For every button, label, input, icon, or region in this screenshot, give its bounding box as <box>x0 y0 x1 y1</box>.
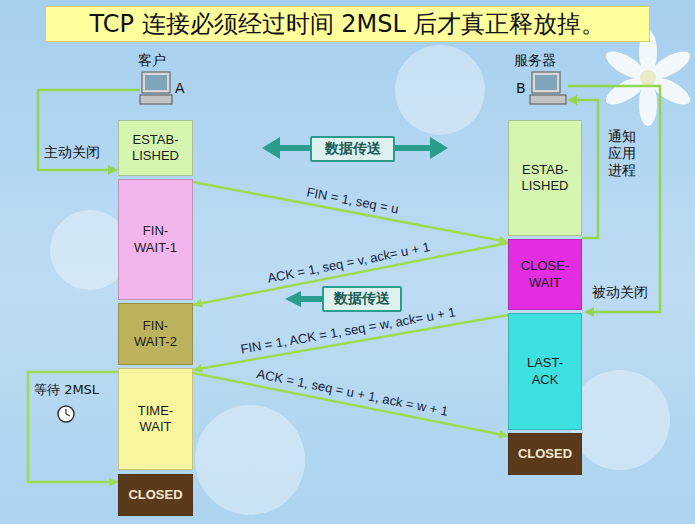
state-name: TIME- WAIT <box>125 403 187 436</box>
state-box: FIN- WAIT-1 <box>118 179 193 300</box>
client-label: 客户 <box>138 52 166 70</box>
state-box: LAST- ACK <box>508 313 582 430</box>
state-name: FIN- WAIT-2 <box>125 318 187 351</box>
state-name: CLOSED <box>125 487 187 503</box>
bokeh-dot <box>570 370 670 470</box>
data-transfer-box: 数据传送 <box>322 286 402 312</box>
computer-base <box>140 95 172 104</box>
action-note: 通知应用进程 <box>608 128 636 178</box>
bokeh-dot <box>195 405 305 515</box>
state-box: TIME- WAIT <box>118 368 193 470</box>
bokeh-dot <box>395 45 485 135</box>
arrow-shaft <box>298 296 322 302</box>
monitor <box>142 72 170 93</box>
state-name: FIN- WAIT-1 <box>125 223 187 256</box>
message-arrow <box>193 182 508 242</box>
data-transfer-arrow <box>285 291 322 307</box>
host-letter: B <box>516 80 526 96</box>
action-note: 主动关闭 <box>44 144 100 162</box>
state-name: ESTAB- LISHED <box>125 132 187 165</box>
transfer-text: 数据传送 <box>325 140 381 158</box>
clock-hand <box>65 409 66 414</box>
arrow-head <box>584 307 594 317</box>
screen <box>535 75 557 90</box>
arrow-head <box>262 137 280 159</box>
clock-face <box>58 406 74 422</box>
message-arrow <box>193 373 508 436</box>
message-arrow <box>28 372 118 482</box>
message-label: FIN = 1, ACK = 1, seq = w, ack= u + 1 <box>240 305 457 357</box>
state-box: CLOSE- WAIT <box>508 239 582 310</box>
computer-base <box>530 95 566 104</box>
connectors <box>28 182 508 482</box>
bokeh <box>50 45 670 515</box>
clock-icon <box>58 406 74 422</box>
transfer-text: 数据传送 <box>334 290 390 308</box>
title-text: TCP 连接必须经过时间 2MSL 后才真正释放掉。 <box>90 8 606 40</box>
state-name: CLOSED <box>514 446 576 462</box>
message-label: FIN = 1, seq = u <box>306 184 400 216</box>
message-label: ACK = 1, seq = v, ack= u + 1 <box>266 239 431 286</box>
state-name: ESTAB- LISHED <box>514 162 576 195</box>
closed-box: CLOSED <box>118 474 193 516</box>
monitor <box>532 72 560 93</box>
host-letter: A <box>175 80 185 96</box>
state-box: FIN- WAIT-2 <box>118 303 193 365</box>
timer-note: 等待 2MSL <box>34 381 99 399</box>
action-note: 被动关闭 <box>592 284 648 302</box>
arrow-head <box>285 291 301 307</box>
client-computer <box>140 72 172 104</box>
message-label: ACK = 1, seq = u + 1, ack = w + 1 <box>256 366 450 419</box>
flower <box>602 30 694 126</box>
closed-box: CLOSED <box>508 433 582 475</box>
arrow-head <box>430 137 448 159</box>
server-computer <box>530 72 566 104</box>
arrow-head <box>567 95 577 105</box>
title-banner: TCP 连接必须经过时间 2MSL 后才真正释放掉。 <box>45 6 650 42</box>
clock-hand <box>66 414 70 416</box>
state-box: ESTAB- LISHED <box>508 120 582 236</box>
screen <box>145 75 167 90</box>
data-transfer-box: 数据传送 <box>310 136 395 162</box>
arrow-head <box>108 165 118 175</box>
flower-center <box>640 70 656 86</box>
server-label: 服务器 <box>514 52 556 70</box>
state-name: LAST- ACK <box>514 355 576 388</box>
state-box: ESTAB- LISHED <box>118 120 193 176</box>
state-name: CLOSE- WAIT <box>514 258 576 291</box>
